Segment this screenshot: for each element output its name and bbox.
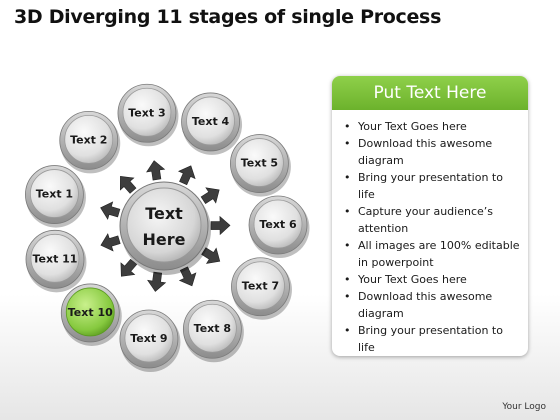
stage-label: Text 7 — [242, 280, 279, 293]
stage-node-7: Text 7 — [231, 257, 292, 320]
arrow-8 — [178, 266, 197, 287]
stage-label: Text 4 — [192, 115, 230, 128]
logo-text: Your Logo — [502, 402, 546, 412]
stage-node-4: Text 4 — [181, 92, 243, 155]
bullet-item: All images are 100% editable in powerpoi… — [344, 237, 522, 271]
stage-label: Text 2 — [70, 133, 107, 146]
stage-label: Text 9 — [130, 332, 167, 345]
arrow-7 — [201, 247, 221, 264]
arrows-layer — [100, 160, 231, 292]
bullet-list: Your Text Goes hereDownload this awesome… — [332, 110, 528, 356]
bullet-item: Your Text Goes here — [344, 271, 522, 288]
bullet-item: Your Text Goes here — [344, 118, 522, 135]
node-face — [30, 233, 80, 283]
arrow-5 — [200, 187, 220, 205]
arrow-2 — [119, 176, 137, 194]
stage-node-11: Text 11 — [25, 229, 87, 293]
stage-label: Text 3 — [128, 106, 165, 119]
node-face — [236, 261, 285, 311]
text-panel: Put Text Here Your Text Goes hereDownloa… — [332, 76, 528, 356]
node-face — [122, 87, 172, 137]
stage-label: Text 1 — [36, 188, 73, 201]
stage-label: Text 8 — [194, 322, 231, 335]
node-face-highlighted — [65, 287, 115, 337]
stage-node-9: Text 9 — [119, 309, 181, 372]
arrow-6 — [210, 215, 231, 236]
arrow-10 — [120, 258, 138, 277]
stage-node-10: Text 10 — [60, 283, 122, 346]
slide-title: 3D Diverging 11 stages of single Process — [14, 6, 442, 28]
node-face — [124, 313, 174, 363]
stage-label: Text 11 — [32, 252, 77, 265]
center-label-line: Here — [143, 230, 186, 249]
center-face — [126, 187, 202, 263]
node-face — [253, 199, 303, 249]
arrow-9 — [147, 271, 167, 292]
diverging-process-diagram: Text 1 Text 2 Text 3 Text 4 Text 5 Text 6 Text… — [25, 83, 310, 372]
bullet-item: Download this awesome diagram — [344, 288, 522, 322]
bullet-item: Capture your audience’s attention — [344, 203, 522, 237]
arrow-3 — [146, 160, 166, 181]
stage-node-8: Text 8 — [182, 299, 244, 363]
bullet-item: Bring your presentation to life — [344, 322, 522, 356]
stage-node-5: Text 5 — [229, 134, 291, 197]
stage-label: Text 6 — [259, 218, 297, 231]
stage-node-1: Text 1 — [25, 165, 86, 228]
arrow-1 — [100, 201, 121, 220]
node-face — [234, 138, 284, 187]
center-label-line: Text — [145, 204, 183, 223]
stage-label: Text 10 — [68, 306, 113, 319]
stage-label: Text 5 — [241, 157, 278, 170]
stage-node-2: Text 2 — [59, 110, 121, 174]
stage-nodes: Text 1 Text 2 Text 3 Text 4 Text 5 Text 6 Text… — [25, 83, 310, 372]
panel-header: Put Text Here — [332, 76, 528, 110]
node-face — [30, 169, 79, 218]
bullet-item: Download this awesome diagram — [344, 135, 522, 169]
node-face — [187, 303, 237, 353]
stage-node-3: Text 3 — [117, 83, 179, 147]
bullet-item: Bring your presentation to life — [344, 169, 522, 203]
stage-node-6: Text 6 — [248, 195, 310, 259]
arrow-4 — [177, 165, 196, 186]
node-face — [186, 96, 235, 146]
arrow-11 — [100, 233, 121, 252]
node-face — [64, 114, 114, 164]
